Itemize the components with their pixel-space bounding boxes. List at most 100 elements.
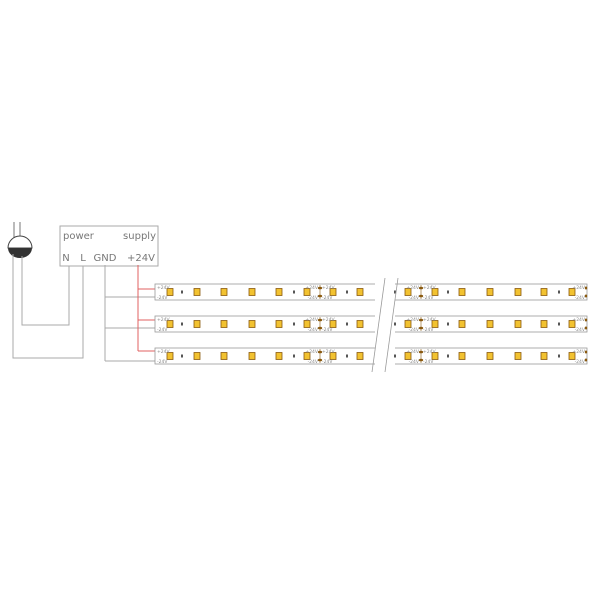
strip-label-negative: -24V: [423, 295, 434, 301]
led: [275, 320, 283, 328]
strip-label-negative: -24V: [575, 359, 586, 365]
strip-label-negative: -24V: [157, 359, 168, 365]
led: [568, 288, 576, 296]
led: [458, 320, 466, 328]
led: [404, 320, 412, 328]
led: [514, 352, 522, 360]
led: [514, 320, 522, 328]
strip-label-positive: +24V: [157, 285, 170, 291]
led: [356, 320, 364, 328]
strip-label-positive: +24V: [322, 317, 335, 323]
strip-segment: [154, 315, 379, 333]
power-supply-title-left: power: [63, 231, 95, 242]
led: [248, 352, 256, 360]
led: [486, 288, 494, 296]
strip-label-positive: +24V: [157, 349, 170, 355]
led: [404, 352, 412, 360]
led: [248, 320, 256, 328]
strip-label-positive: +24V: [406, 317, 419, 323]
led: [458, 352, 466, 360]
strip-label-positive: +24V: [322, 349, 335, 355]
strip-label-positive: +24V: [423, 285, 436, 291]
led: [220, 320, 228, 328]
strip-label-negative: -24V: [308, 327, 319, 333]
strip-label-negative: -24V: [575, 327, 586, 333]
solder-pad: [418, 294, 424, 298]
strip-label-positive: +24V: [305, 285, 318, 291]
resistor: [447, 322, 449, 326]
terminal-n: N: [62, 253, 69, 264]
resistor: [447, 290, 449, 294]
led: [220, 288, 228, 296]
strip-segment: [154, 283, 379, 301]
resistor: [293, 322, 295, 326]
resistor: [293, 290, 295, 294]
led: [356, 352, 364, 360]
positive-wires: [137, 265, 155, 352]
led: [540, 288, 548, 296]
solder-pad: [317, 326, 323, 330]
strip-label-positive: +24V: [322, 285, 335, 291]
plug-icon: [7, 222, 33, 258]
solder-pad: [584, 358, 588, 362]
solder-pad: [584, 318, 588, 322]
live-wire: [12, 254, 84, 359]
resistor: [181, 322, 183, 326]
strip-label-positive: +24V: [423, 317, 436, 323]
led: [486, 352, 494, 360]
led: [568, 320, 576, 328]
strip-label-negative: -24V: [308, 359, 319, 365]
strip-label-negative: -24V: [409, 327, 420, 333]
strip-label-positive: +24V: [406, 285, 419, 291]
resistor: [558, 354, 560, 358]
solder-pad: [584, 326, 588, 330]
strip-label-positive: +24V: [572, 349, 585, 355]
led: [248, 288, 256, 296]
strip-label-negative: -24V: [308, 295, 319, 301]
led: [303, 352, 311, 360]
led: [303, 320, 311, 328]
resistor: [447, 354, 449, 358]
led: [356, 288, 364, 296]
led: [166, 352, 174, 360]
strip-label-positive: +24V: [572, 317, 585, 323]
led: [329, 288, 337, 296]
led: [275, 352, 283, 360]
led: [166, 288, 174, 296]
led: [540, 352, 548, 360]
terminal-l: L: [80, 253, 86, 264]
led-strip: +24V-24V+24V+24V-24V-24V+24V+24V-24V-24V…: [154, 315, 588, 333]
led: [166, 320, 174, 328]
strip-label-negative: -24V: [157, 327, 168, 333]
strip-label-negative: -24V: [423, 327, 434, 333]
resistor: [394, 322, 396, 326]
solder-pad: [317, 358, 323, 362]
strip-label-positive: +24V: [305, 349, 318, 355]
solder-pad: [418, 326, 424, 330]
led: [329, 320, 337, 328]
strip-label-positive: +24V: [423, 349, 436, 355]
solder-pad: [584, 350, 588, 354]
resistor: [181, 290, 183, 294]
led: [275, 288, 283, 296]
solder-pad: [317, 350, 323, 354]
resistor: [394, 290, 396, 294]
strip-label-positive: +24V: [305, 317, 318, 323]
led: [404, 288, 412, 296]
break-marks: [371, 277, 399, 373]
strip-label-negative: -24V: [409, 359, 420, 365]
resistor: [558, 322, 560, 326]
led: [303, 288, 311, 296]
led: [431, 320, 439, 328]
solder-pad: [418, 286, 424, 290]
gnd-wires: [104, 265, 155, 362]
resistor: [558, 290, 560, 294]
resistor: [394, 354, 396, 358]
led: [193, 352, 201, 360]
strip-label-negative: -24V: [322, 327, 333, 333]
led: [431, 288, 439, 296]
led-strip: +24V-24V+24V+24V-24V-24V+24V+24V-24V-24V…: [154, 347, 588, 365]
led: [220, 352, 228, 360]
terminal-24v: +24V: [127, 253, 155, 264]
